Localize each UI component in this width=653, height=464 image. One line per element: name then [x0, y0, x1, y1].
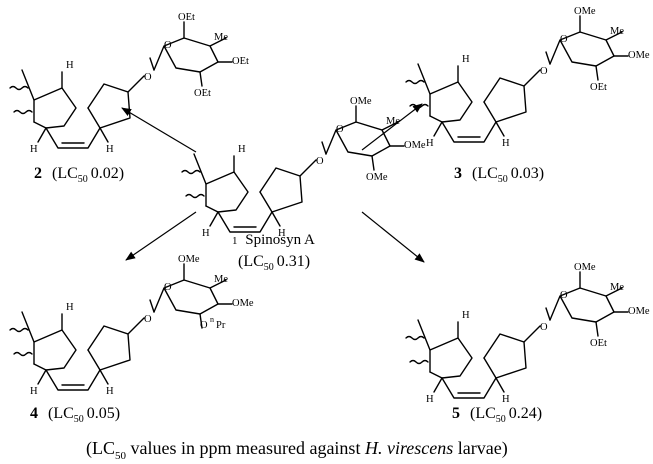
svg-text:O: O — [336, 124, 344, 135]
compound-1-number: 1 — [232, 235, 238, 247]
svg-text:Me: Me — [610, 26, 624, 37]
svg-text:Me: Me — [610, 282, 624, 293]
svg-text:H: H — [462, 310, 470, 321]
svg-text:OEt: OEt — [178, 12, 195, 23]
svg-text:H: H — [462, 54, 470, 65]
arrow-to-2 — [121, 107, 197, 153]
compound-5-number: 5 — [452, 405, 460, 422]
compound-3-number: 3 — [454, 165, 462, 182]
svg-text:OEt: OEt — [232, 56, 249, 67]
compound-4-structure: O O OMe Me OMe O n Pr H H H — [9, 254, 254, 397]
svg-text:O: O — [164, 40, 172, 51]
svg-text:H: H — [66, 302, 74, 313]
svg-text:(LC50 values in ppm measured a: (LC50 values in ppm measured against H. … — [86, 438, 508, 462]
svg-text:O: O — [560, 34, 568, 45]
compound-1-structure: O O OMe Me OMe OMe H H H — [181, 96, 426, 239]
svg-text:H: H — [278, 228, 286, 239]
svg-text:OMe: OMe — [574, 262, 596, 273]
svg-text:O: O — [144, 72, 152, 83]
compound-3-structure: O O OMe Me OMe OEt H H H — [405, 6, 650, 149]
svg-text:O: O — [316, 156, 324, 167]
compound-5-structure: O O OMe Me OMe OEt H H H — [405, 262, 650, 405]
compound-2-number: 2 — [34, 165, 42, 182]
svg-text:Me: Me — [214, 32, 228, 43]
svg-text:H: H — [202, 228, 210, 239]
svg-text:O: O — [540, 66, 548, 77]
svg-text:Pr: Pr — [216, 320, 226, 331]
svg-text:OMe: OMe — [350, 96, 372, 107]
svg-text:Me: Me — [386, 116, 400, 127]
svg-text:OMe: OMe — [178, 254, 200, 265]
svg-text:OMe: OMe — [404, 140, 426, 151]
svg-text:H: H — [106, 144, 114, 155]
svg-text:OEt: OEt — [590, 338, 607, 349]
svg-text:Me: Me — [214, 274, 228, 285]
svg-text:H: H — [66, 60, 74, 71]
svg-text:H: H — [106, 386, 114, 397]
svg-text:H: H — [426, 394, 434, 405]
compound-2-structure: O O OEt Me OEt OEt H H H — [9, 12, 249, 155]
svg-text:1 Spinosyn A: 1 Spinosyn A — [232, 232, 315, 248]
svg-text:H: H — [30, 144, 38, 155]
svg-text:O: O — [540, 322, 548, 333]
footnote-species: H. virescens — [364, 438, 453, 458]
svg-text:O: O — [164, 282, 172, 293]
svg-text:OMe: OMe — [366, 172, 388, 183]
svg-text:O: O — [200, 320, 208, 331]
svg-text:H: H — [30, 386, 38, 397]
svg-text:OEt: OEt — [194, 88, 211, 99]
svg-text:O: O — [144, 314, 152, 325]
footnote: (LC50 values in ppm measured against H. … — [86, 438, 508, 462]
svg-text:H: H — [426, 138, 434, 149]
svg-text:OMe: OMe — [232, 298, 254, 309]
arrow-to-5 — [361, 211, 425, 263]
arrow-to-3 — [361, 103, 423, 151]
svg-text:n: n — [210, 315, 214, 324]
svg-text:OMe: OMe — [574, 6, 596, 17]
arrow-to-4 — [125, 211, 197, 261]
svg-text:H: H — [238, 144, 246, 155]
svg-text:H: H — [502, 394, 510, 405]
svg-text:OEt: OEt — [590, 82, 607, 93]
compound-4-number: 4 — [30, 405, 38, 422]
svg-text:OMe: OMe — [628, 306, 650, 317]
svg-text:OMe: OMe — [628, 50, 650, 61]
svg-text:O: O — [560, 290, 568, 301]
svg-text:H: H — [502, 138, 510, 149]
